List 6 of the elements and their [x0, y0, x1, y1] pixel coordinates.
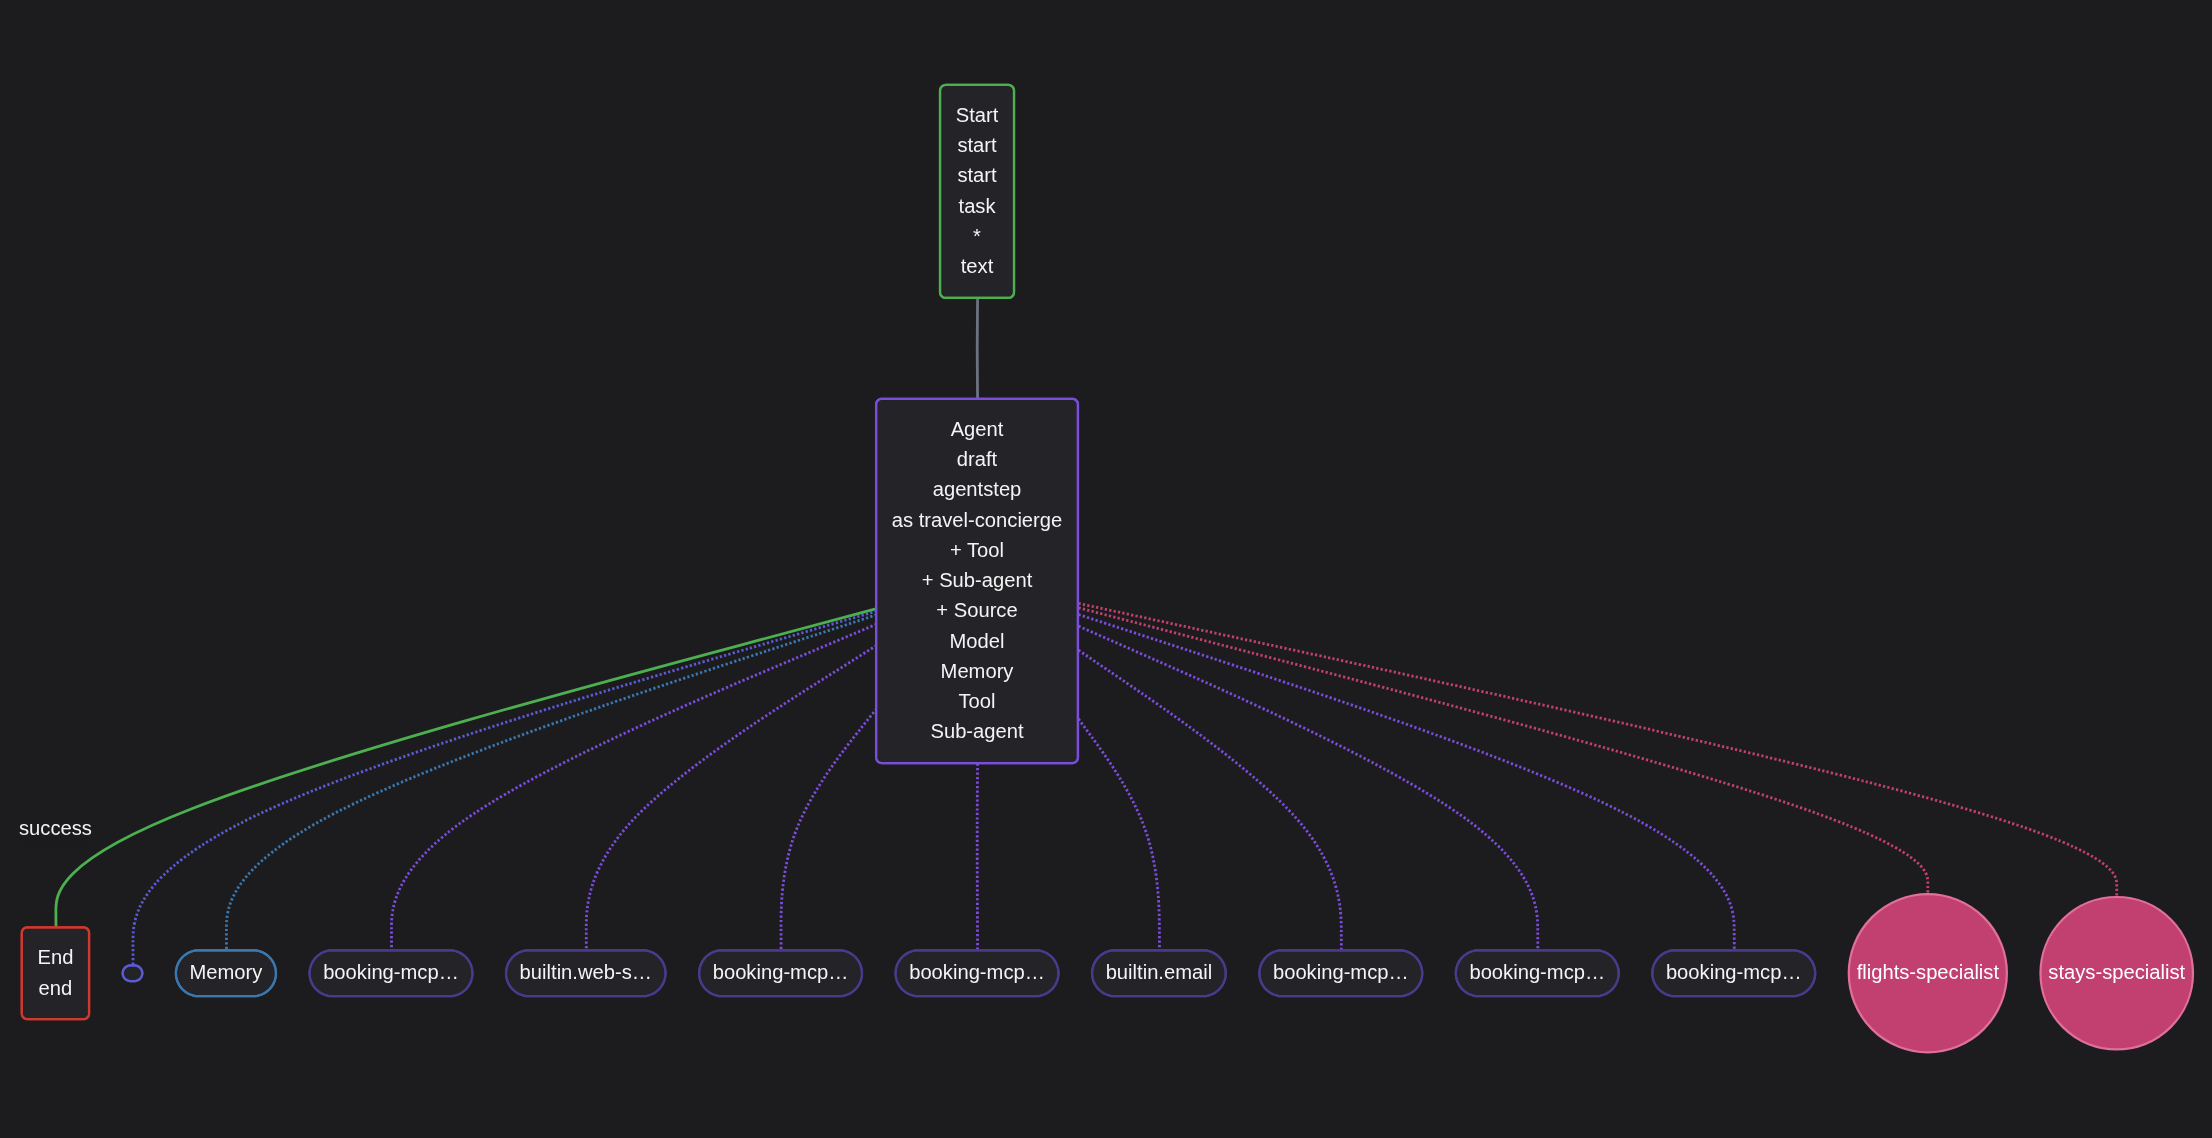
node-circle: stays-specialist: [2039, 896, 2195, 1051]
edge-label: success: [19, 817, 92, 840]
node-circle: flights-specialist: [1847, 893, 2008, 1054]
connector: [1078, 602, 2119, 898]
connector: [1078, 606, 1930, 895]
connector: [975, 298, 979, 400]
